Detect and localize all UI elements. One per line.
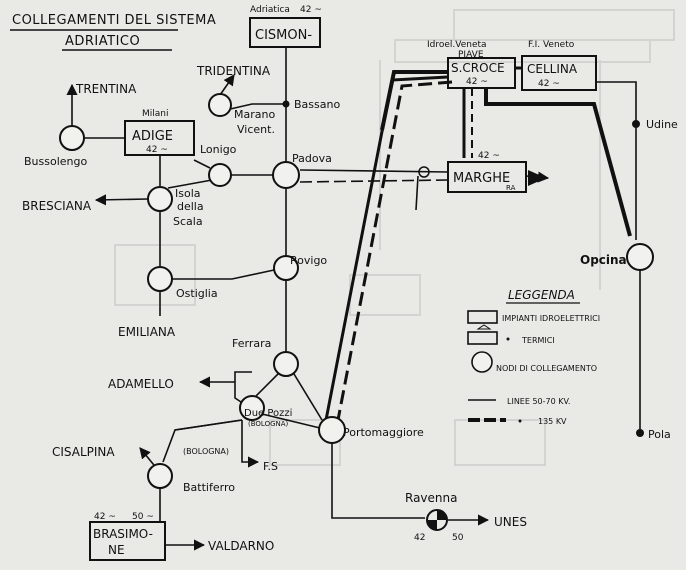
marghe-voltage: 42 ~ <box>478 151 500 161</box>
brasimone-voltage-left: 42 ~ <box>94 512 116 522</box>
marghe-name: MARGHE <box>453 171 510 186</box>
plant-cismon: Adriatica 42 ~ CISMON- <box>249 5 322 48</box>
conn-bresciana: BRESCIANA <box>22 199 92 213</box>
node-rovigo <box>273 255 299 281</box>
conn-unes: UNES <box>494 515 527 529</box>
label-isola-1: Isola <box>175 187 201 200</box>
legend: LEGGENDA IMPIANTI IDROELETTRICI TERMICI … <box>467 288 600 426</box>
conn-cisalpina: CISALPINA <box>52 445 115 459</box>
node-bussolengo <box>59 125 85 151</box>
node-bassano-dot <box>282 100 290 108</box>
label-bassano: Bassano <box>294 98 340 111</box>
legend-line-low: LINEE 50-70 KV. <box>507 397 570 406</box>
node-lonigo <box>208 163 232 187</box>
legend-title: LEGGENDA <box>508 288 575 302</box>
legend-thermal: TERMICI <box>521 336 555 345</box>
node-circles <box>59 93 654 489</box>
conn-emiliana: EMILIANA <box>118 325 176 339</box>
high-voltage-lines <box>299 66 632 421</box>
plant-cellina: F.I. Veneto CELLINA 42 ~ <box>521 40 597 91</box>
s-croce-voltage: 42 ~ <box>466 77 488 87</box>
label-battiferro: Battiferro <box>183 481 235 494</box>
legend-node-symbol <box>471 351 493 373</box>
brasimone-name-1: BRASIMO- <box>93 527 153 541</box>
label-ferrara: Ferrara <box>232 337 271 350</box>
s-croce-owner: Idroel.Veneta <box>427 40 487 50</box>
cismon-voltage: 42 ~ <box>300 5 322 15</box>
label-vicent: Vicent. <box>237 123 275 136</box>
marghe-sub: RA <box>506 184 516 192</box>
s-croce-name: S.CROCE <box>451 61 505 75</box>
title-line1: COLLEGAMENTI DEL SISTEMA <box>12 13 216 28</box>
cellina-owner: F.I. Veneto <box>528 40 575 50</box>
adige-owner: Milani <box>142 109 169 119</box>
conn-tridentina: TRIDENTINA <box>196 64 271 78</box>
adige-voltage: 42 ~ <box>146 145 168 155</box>
adige-name: ADIGE <box>132 129 173 144</box>
legend-nodes: NODI DI COLLEGAMENTO <box>496 364 597 373</box>
label-duepozzi-bologna: (BOLOGNA) <box>248 420 289 428</box>
brasimone-name-2: NE <box>108 543 125 557</box>
brasimone-voltage-right: 50 ~ <box>132 512 154 522</box>
node-marano <box>208 93 232 117</box>
node-labels: Bassano Marano Vicent. Lonigo Padova Bus… <box>24 98 678 494</box>
label-lonigo: Lonigo <box>200 143 237 156</box>
label-portomaggiore: Portomaggiore <box>343 426 424 439</box>
conn-fs: F.S <box>263 460 278 473</box>
marghe-thermal-arrow <box>528 170 546 186</box>
legend-thermal-mark <box>476 324 492 330</box>
label-isola-2: della <box>177 200 204 213</box>
plant-brasimone: 42 ~ 50 ~ BRASIMO- NE <box>89 512 166 561</box>
ravenna-voltage-left: 42 <box>414 533 425 543</box>
label-padova: Padova <box>292 152 332 165</box>
node-opcina <box>626 243 654 271</box>
plant-ravenna: Ravenna 42 50 <box>405 491 464 543</box>
node-battiferro <box>147 463 173 489</box>
label-bologna-left: (BOLOGNA) <box>183 447 229 456</box>
label-pola: Pola <box>648 428 671 441</box>
node-pola-dot <box>636 429 644 437</box>
diagram-title: COLLEGAMENTI DEL SISTEMA ADRIATICO <box>10 13 216 51</box>
label-udine: Udine <box>646 118 678 131</box>
node-padova <box>272 161 300 189</box>
legend-line-high: 135 KV <box>538 417 567 426</box>
label-bussolengo: Bussolengo <box>24 155 87 168</box>
legend-hydro: IMPIANTI IDROELETTRICI <box>502 314 600 323</box>
cellina-voltage: 42 ~ <box>538 79 560 89</box>
label-isola-3: Scala <box>173 215 203 228</box>
ravenna-voltage-right: 50 <box>452 533 464 543</box>
title-line2: ADRIATICO <box>65 34 140 49</box>
label-duepozzi: Due Pozzi <box>244 408 292 419</box>
conn-valdarno: VALDARNO <box>208 539 274 553</box>
small-dots <box>282 100 644 437</box>
node-duepozzi <box>239 395 265 421</box>
plant-marghe: 42 ~ MARGHE RA <box>447 151 546 193</box>
node-udine-dot <box>632 120 640 128</box>
label-ostiglia: Ostiglia <box>176 287 218 300</box>
ravenna-name: Ravenna <box>405 491 457 505</box>
legend-thermal-symbol <box>467 331 498 345</box>
cismon-name: CISMON- <box>255 28 312 43</box>
node-ostiglia <box>147 266 173 292</box>
node-portomaggiore <box>318 416 346 444</box>
node-isola <box>147 186 173 212</box>
plant-s-croce: Idroel.Veneta PIAVE S.CROCE 42 ~ <box>427 40 516 89</box>
connection-labels: TRENTINA TRIDENTINA BRESCIANA EMILIANA A… <box>22 64 527 553</box>
cellina-name: CELLINA <box>527 62 578 76</box>
conn-adamello: ADAMELLO <box>108 377 174 391</box>
plant-adige: Milani ADIGE 42 ~ <box>124 109 195 156</box>
s-croce-sub: PIAVE <box>458 50 484 60</box>
label-marano: Marano <box>234 108 275 121</box>
node-ferrara <box>273 351 299 377</box>
conn-trentina: TRENTINA <box>75 82 137 96</box>
cismon-owner: Adriatica <box>250 5 290 15</box>
label-opcina: Opcina <box>580 253 627 267</box>
legend-hydro-symbol <box>467 310 498 324</box>
label-rovigo: Rovigo <box>290 254 327 267</box>
